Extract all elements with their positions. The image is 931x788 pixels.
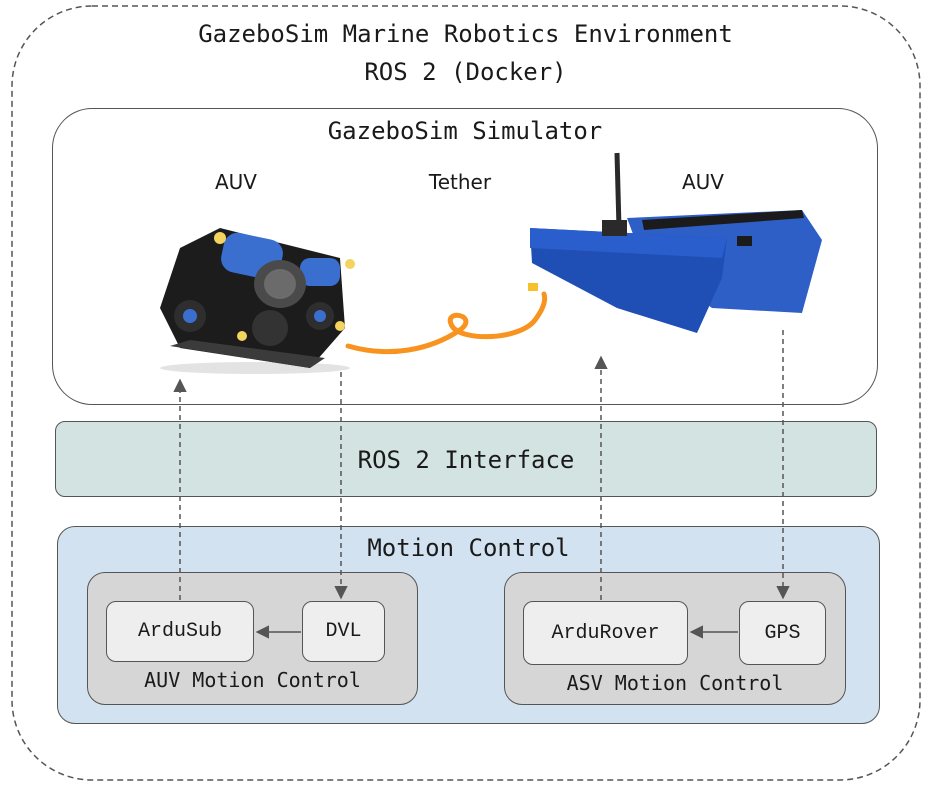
dvl-node: DVL: [302, 601, 385, 662]
ardusub-node: ArduSub: [106, 601, 254, 662]
ardurover-node: ArduRover: [523, 601, 688, 665]
tether-label: Tether: [428, 170, 492, 194]
auv-motion-control-caption: AUV Motion Control: [144, 668, 361, 692]
environment-subtitle: ROS 2 (Docker): [364, 58, 567, 86]
auv-label: AUV: [214, 170, 257, 194]
tether-cable-icon: [345, 291, 548, 355]
simulator-title: GazeboSim Simulator: [327, 117, 603, 145]
asv-motion-control-caption: ASV Motion Control: [566, 671, 784, 695]
rov-robot-icon: [160, 228, 355, 374]
asv-label: AUV: [681, 170, 724, 194]
ros2-interface-title: ROS 2 Interface: [357, 446, 575, 474]
gps-node: GPS: [739, 601, 826, 665]
environment-title: GazeboSim Marine Robotics Environment: [198, 20, 733, 48]
motion-control-title: Motion Control: [367, 534, 570, 562]
ros2-interface-box: [55, 421, 877, 497]
asv-boat-icon: [528, 152, 822, 333]
